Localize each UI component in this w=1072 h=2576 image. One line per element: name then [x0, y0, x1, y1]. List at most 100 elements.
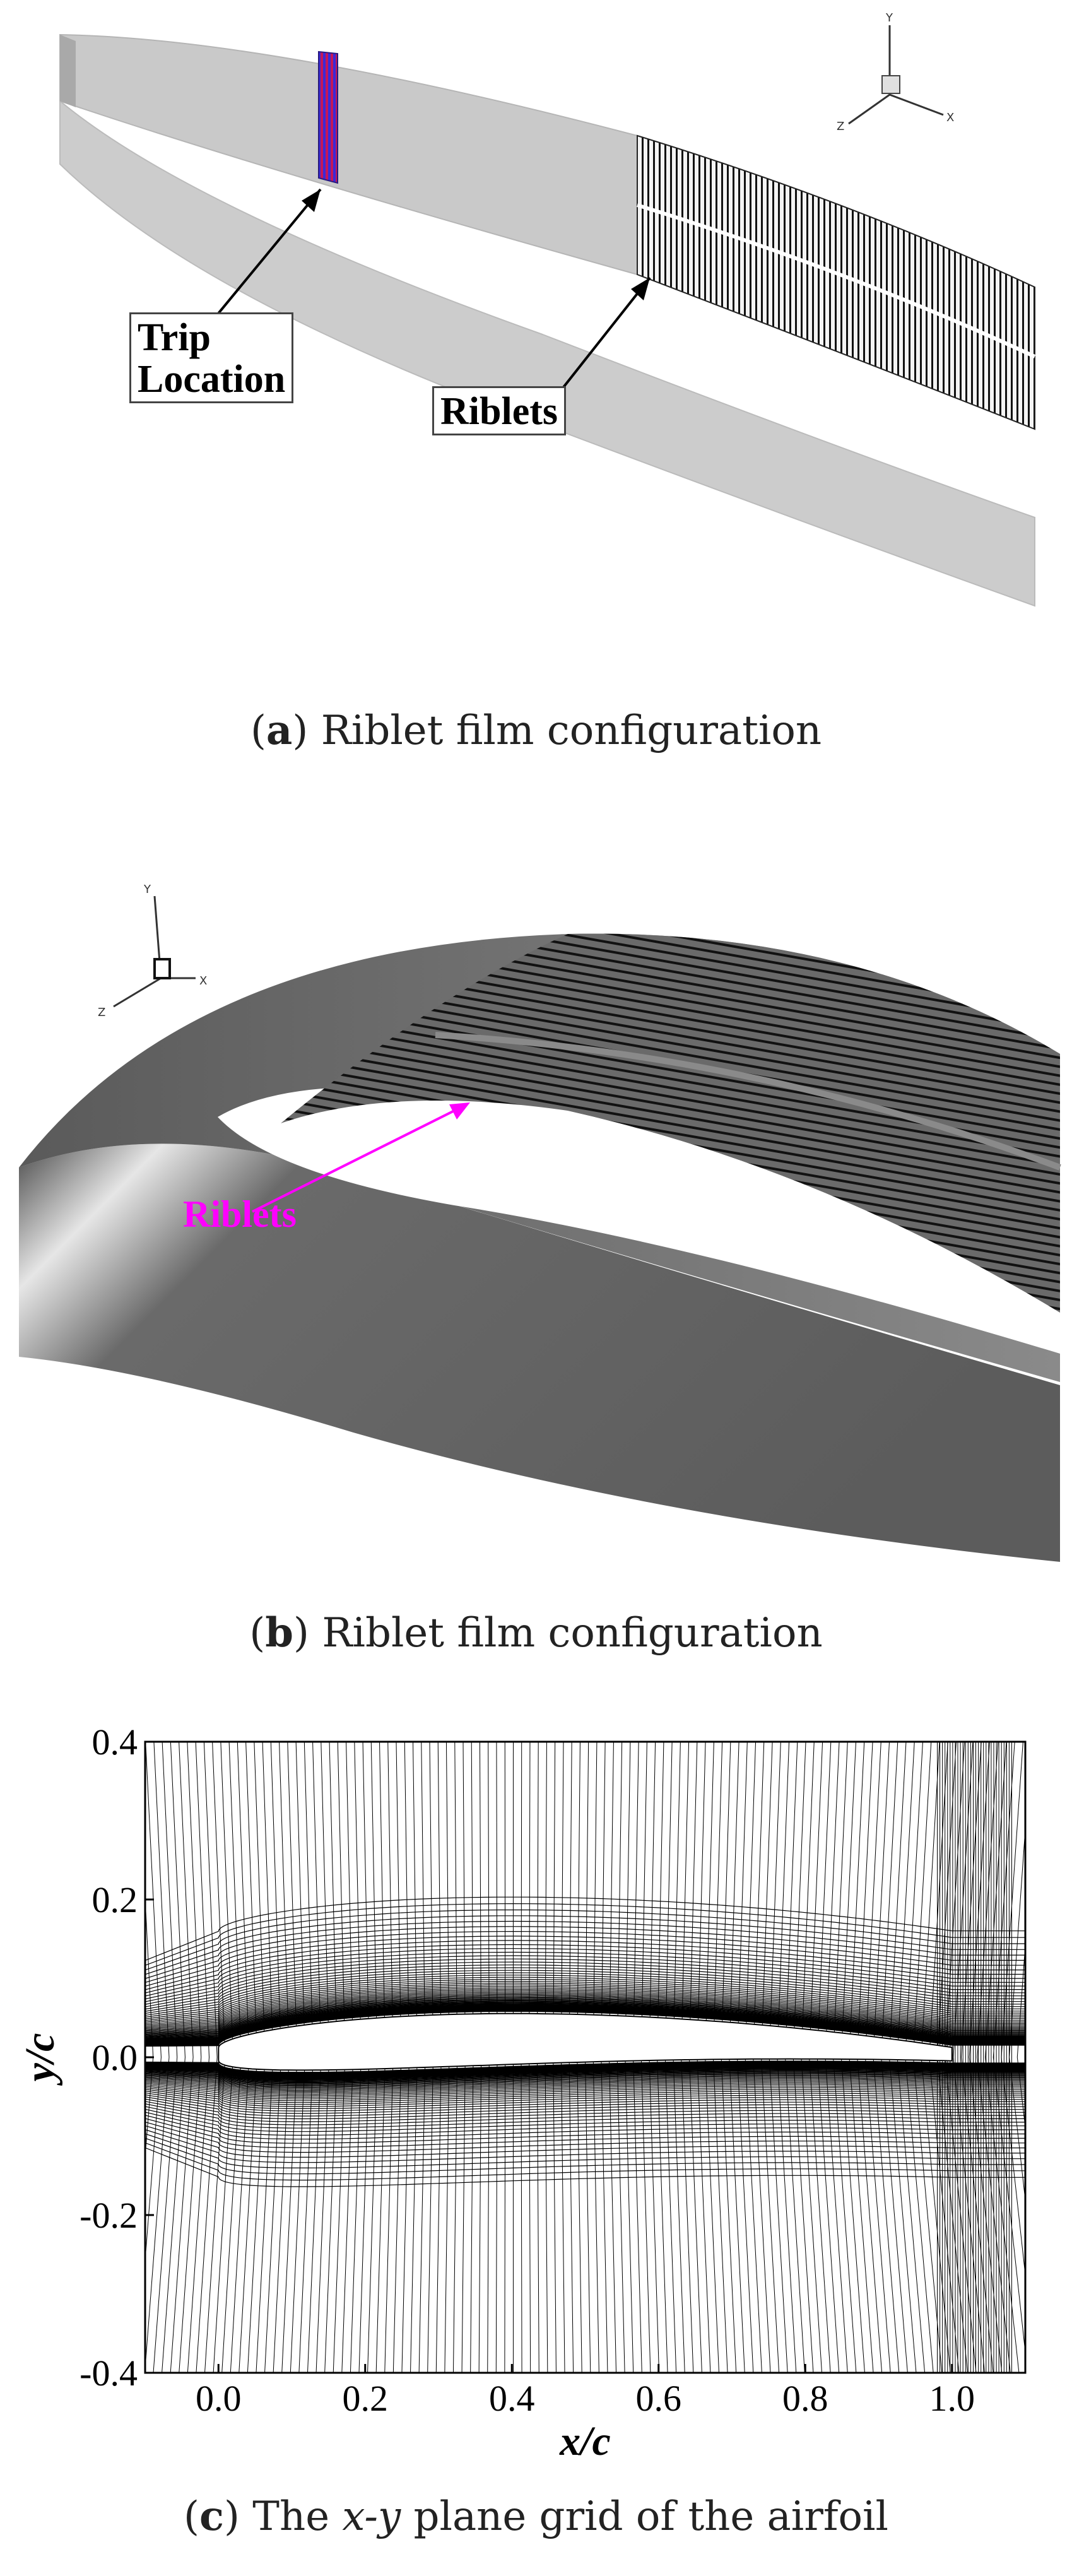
mesh-line [245, 1742, 257, 2058]
mesh-line [145, 2112, 1025, 2140]
panel-a-illustration: Y X Z [59, 11, 1036, 607]
mesh-line [688, 1742, 698, 2058]
panel-b-illustration: Y X Z [19, 883, 1061, 1562]
mesh-line [849, 2057, 874, 2373]
mesh-line [649, 2057, 659, 2373]
mesh-line [1009, 2057, 1025, 2203]
mesh-line [864, 1742, 881, 2058]
mesh-line [809, 1742, 823, 2058]
mesh-line [840, 2057, 865, 2373]
mesh-line [145, 2084, 1025, 2103]
trip-location-label: Trip Location [129, 312, 294, 403]
riblet-region [281, 933, 1060, 1313]
mesh-line [585, 2057, 591, 2373]
mesh-line [712, 2057, 728, 2373]
mesh-line [145, 1940, 1025, 1994]
axis-triad-icon: Y X Z [98, 883, 207, 1019]
riblets-label: Riblets [183, 1193, 297, 1235]
mesh-line [769, 2057, 788, 2373]
mesh-line [681, 1742, 690, 2058]
mesh-line [145, 2057, 162, 2264]
mesh-line [897, 2057, 926, 2373]
mesh-line [329, 1742, 338, 2058]
mesh-line [673, 1742, 681, 2058]
x-tick-label: 0.8 [782, 2378, 828, 2419]
mesh-line [145, 1999, 1025, 2038]
caption-c: (c) The x-y plane grid of the airfoil [184, 2493, 888, 2540]
x-axis-title: x/c [559, 2418, 611, 2464]
mesh-line [737, 2057, 754, 2373]
mesh-line [913, 2057, 943, 2373]
mesh-line [657, 2057, 668, 2373]
mesh-line [203, 1742, 218, 2058]
riblets-label: Riblets [432, 386, 566, 435]
mesh-line [553, 2057, 557, 2373]
mesh-line [888, 1742, 907, 2058]
triad-z-label: Z [837, 120, 844, 133]
mesh-line [816, 1742, 832, 2058]
mesh-line [568, 1742, 572, 2058]
mesh-line [145, 2004, 1025, 2041]
mesh-line [429, 1742, 433, 2058]
mesh-line [341, 2057, 354, 2373]
mesh-line [585, 1742, 589, 2058]
panel-a-riblet-film: Y X Z Trip Location Riblets (a) Riblet f… [0, 0, 1072, 789]
mesh-line [262, 1742, 274, 2058]
mesh-line [287, 1742, 298, 2058]
mesh-line [521, 1742, 522, 2058]
mesh-line [792, 1742, 806, 2058]
mesh-line [367, 2057, 378, 2373]
mesh-line [195, 1742, 209, 2058]
mesh-line [753, 1742, 765, 2058]
mesh-line [145, 2125, 1025, 2158]
mesh-line [616, 1742, 623, 2058]
mesh-line [435, 2057, 442, 2373]
mesh-line [145, 1896, 1025, 1961]
triad-x-label: X [199, 974, 207, 988]
mesh-line [279, 1742, 290, 2058]
mesh-line [745, 1742, 757, 2058]
mesh-line [145, 2057, 170, 2373]
mesh-line [281, 2057, 298, 2373]
mesh-line [333, 2057, 346, 2373]
caption-a: (a) Riblet film configuration [250, 707, 822, 754]
mesh-line [729, 1742, 739, 2058]
mesh-line [625, 2057, 634, 2373]
mesh-line [536, 1742, 539, 2058]
mesh-line [487, 2057, 490, 2373]
x-tick-label: 0.4 [489, 2378, 535, 2419]
mesh-line [1025, 2057, 1066, 2413]
mesh-line [577, 2057, 582, 2373]
triad-z-label: Z [98, 1006, 105, 1019]
mesh-line [640, 2057, 651, 2373]
mesh-line [1025, 1703, 1051, 2058]
mesh-line [721, 1742, 731, 2058]
mesh-line [145, 1892, 154, 2058]
mesh-line [673, 2057, 685, 2373]
mesh-line [857, 2057, 883, 2373]
y-tick-label: 0.0 [92, 2037, 138, 2078]
mesh-line [864, 2057, 891, 2373]
mesh-line [145, 2001, 1025, 2040]
mesh-line [633, 2057, 642, 2373]
mesh-line [220, 1742, 233, 2058]
x-tick-label: 0.6 [636, 2378, 682, 2419]
mesh-line [905, 2057, 934, 2373]
mesh-line [358, 2057, 370, 2373]
mesh-line [479, 1742, 482, 2058]
mesh-line [145, 2057, 154, 2161]
mesh-line [470, 2057, 474, 2373]
mesh-line [179, 2057, 202, 2373]
mesh-line [145, 1999, 1025, 2038]
mesh-line [769, 1742, 781, 2058]
mesh-line [745, 2057, 762, 2373]
mesh-line [681, 2057, 694, 2373]
mesh-line [212, 1742, 226, 2058]
mesh-line [145, 2002, 1025, 2040]
mesh-line [427, 2057, 433, 2373]
mesh-line [307, 2057, 322, 2373]
mesh-line [592, 1742, 598, 2058]
mesh-line [840, 1742, 857, 2058]
mesh-line [145, 2103, 1025, 2129]
